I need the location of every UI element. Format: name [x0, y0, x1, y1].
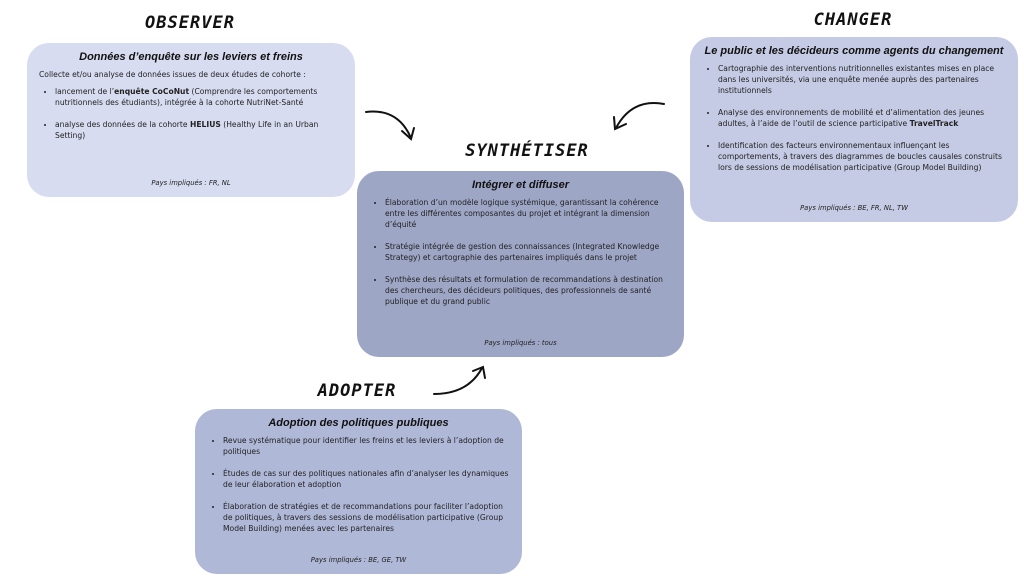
arrow-adopt-to-synthesize-icon — [433, 365, 486, 395]
list-item: analyse des données de la cohorte HELIUS… — [55, 119, 343, 141]
adopt-title: Adoption des politiques publiques — [268, 417, 449, 429]
list-item: Études de cas sur des politiques nationa… — [223, 468, 510, 490]
list-item: Identification des facteurs environnemen… — [718, 140, 1006, 173]
text: (Comprendre les comportements nutritionn… — [55, 87, 318, 107]
countries-label: Pays impliqués : tous — [484, 339, 557, 347]
changer-card: Le public et les décideurs comme agents … — [690, 37, 1018, 222]
bold-text: TravelTrack — [909, 119, 959, 128]
stage-adopt-heading: ADOPTER — [317, 381, 397, 401]
synthesize-card: Intégrer et diffuser Élaboration d’un mo… — [357, 171, 684, 357]
text: Analyse des environnements de mobilité e… — [718, 108, 985, 128]
observer-card: Données d’enquête sur les leviers et fre… — [27, 43, 355, 197]
list-item: lancement de l’enquête CoCoNut (Comprend… — [55, 86, 343, 108]
list-item: Stratégie intégrée de gestion des connai… — [385, 241, 672, 263]
adopt-card: Adoption des politiques publiques Revue … — [195, 409, 522, 574]
stage-changer-heading: CHANGER — [813, 10, 893, 30]
countries-label: Pays impliqués : BE, GE, TW — [310, 556, 407, 564]
countries-label: Pays impliqués : FR, NL — [151, 179, 231, 187]
arrow-changer-to-synthesize-icon — [613, 102, 665, 131]
stage-synthesize-heading: SYNTHÉTISER — [465, 141, 589, 161]
list-item: Élaboration de stratégies et de recomman… — [223, 501, 510, 534]
text: Identification des facteurs environnemen… — [718, 141, 1002, 172]
text: analyse des données de la cohorte — [55, 120, 190, 129]
list-item: Revue systématique pour identifier les f… — [223, 435, 510, 457]
arrow-observer-to-synthesize-icon — [365, 110, 415, 141]
bold-text: HELIUS — [189, 120, 221, 129]
text: (Healthy Life in an Urban Setting) — [55, 120, 319, 140]
list-item: Analyse des environnements de mobilité e… — [718, 107, 1006, 129]
text: Cartographie des interventions nutrition… — [718, 64, 995, 95]
observer-title: Données d’enquête sur les leviers et fre… — [79, 51, 303, 63]
text: lancement de l’ — [55, 87, 115, 96]
bold-text: enquête CoCoNut — [114, 87, 190, 96]
synthesize-title: Intégrer et diffuser — [472, 179, 569, 191]
list-item: Synthèse des résultats et formulation de… — [385, 274, 672, 307]
observer-intro: Collecte et/ou analyse de données issues… — [39, 70, 306, 79]
list-item: Cartographie des interventions nutrition… — [718, 63, 1006, 96]
countries-label: Pays impliqués : BE, FR, NL, TW — [800, 204, 908, 212]
list-item: Élaboration d’un modèle logique systémiq… — [385, 197, 672, 230]
changer-title: Le public et les décideurs comme agents … — [704, 45, 1004, 57]
stage-observer-heading: OBSERVER — [145, 13, 235, 33]
